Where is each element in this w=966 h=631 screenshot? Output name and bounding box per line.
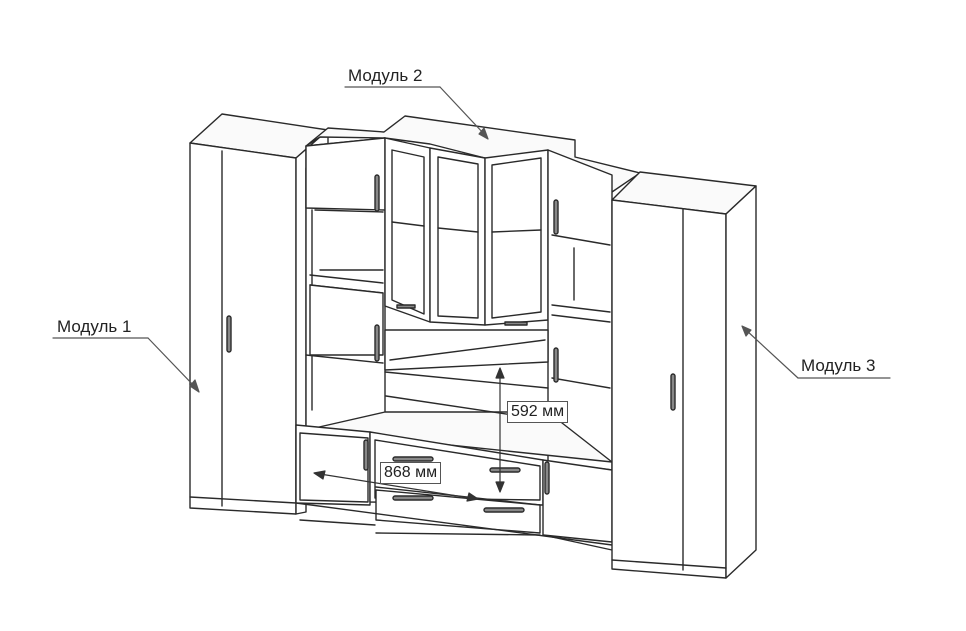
module-2-center — [295, 115, 641, 551]
handle-icon — [226, 315, 232, 353]
handle-icon — [374, 174, 380, 212]
drawer-handle-icon — [392, 495, 434, 501]
module-1-label: Модуль 1 — [57, 317, 132, 336]
module-3-wardrobe — [611, 171, 757, 579]
handle-icon — [544, 461, 550, 495]
handle-icon — [670, 373, 676, 411]
height-dimension-label: 592 мм — [507, 401, 569, 423]
module-3-label: Модуль 3 — [801, 356, 876, 375]
width-dimension-label: 868 мм — [380, 462, 442, 484]
dimension-arrows — [313, 367, 505, 502]
callout-lines — [52, 86, 891, 393]
handle-icon — [553, 347, 559, 383]
drawer-handle-icon — [483, 507, 525, 513]
handle-icon — [374, 324, 380, 362]
handle-icon — [553, 199, 559, 235]
drawer-handle-icon — [392, 456, 434, 462]
drawer-handle-icon — [489, 467, 521, 473]
module-2-label: Модуль 2 — [348, 66, 423, 85]
handle-icon — [363, 439, 369, 471]
